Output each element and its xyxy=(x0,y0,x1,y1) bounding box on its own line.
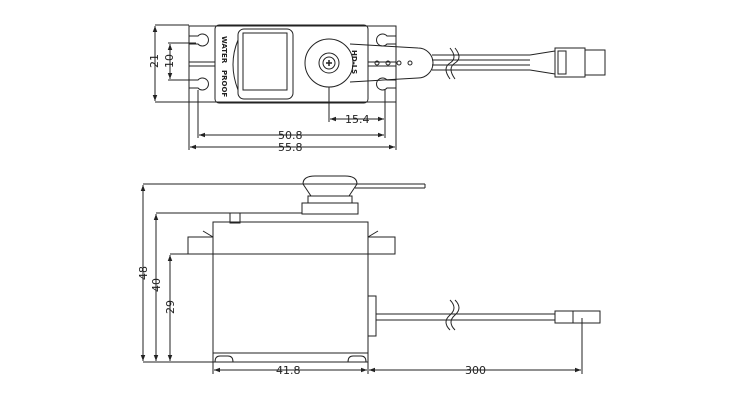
mount-outline xyxy=(188,25,397,103)
dim-21: 21 xyxy=(148,54,161,68)
break-mark xyxy=(445,47,460,80)
dim-50-8: 50.8 xyxy=(278,129,303,142)
label-water: WATER xyxy=(220,36,228,64)
label-window xyxy=(242,32,288,91)
top-view: WATER PROOF HD-LS 21 10 xyxy=(148,24,606,154)
servo-body xyxy=(212,221,369,354)
dim-300: 300 xyxy=(465,364,486,377)
dim-29: 29 xyxy=(164,300,177,314)
case-outline xyxy=(214,24,369,104)
label-proof: PROOF xyxy=(220,70,228,97)
side-dimensions: 48 40 29 41.8 300 xyxy=(137,185,583,377)
horn-cap xyxy=(302,175,358,197)
dim-40: 40 xyxy=(150,278,163,292)
dim-15-4: 15.4 xyxy=(345,113,370,126)
top-dimensions: 21 10 15.4 50.8 55.8 xyxy=(148,24,397,154)
feet xyxy=(212,353,369,363)
flanges xyxy=(187,230,396,255)
top-wire xyxy=(432,47,606,80)
connector xyxy=(554,310,574,324)
dim-10: 10 xyxy=(163,54,176,68)
dim-48: 48 xyxy=(137,266,150,280)
horn-holes xyxy=(374,60,413,66)
dim-55-8: 55.8 xyxy=(278,141,303,154)
screw-icon xyxy=(326,60,332,66)
wire-grommet xyxy=(367,295,377,337)
mount-slots xyxy=(189,33,396,91)
side-view: 48 40 29 41.8 300 xyxy=(137,175,601,377)
gear-bulge xyxy=(232,39,239,91)
connector xyxy=(554,47,586,78)
model-label: HD-LS xyxy=(350,50,358,74)
servo-horn xyxy=(349,43,434,83)
dim-41-8: 41.8 xyxy=(276,364,301,377)
break-mark xyxy=(445,299,460,331)
